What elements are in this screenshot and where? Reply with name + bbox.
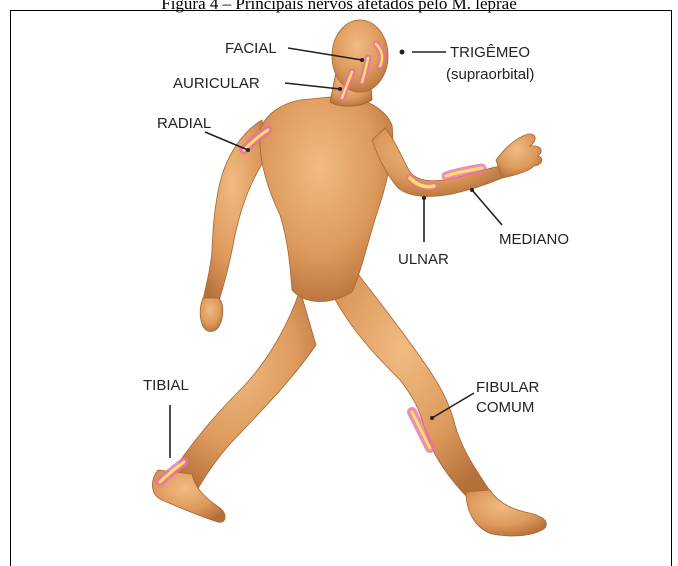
front-leg — [330, 270, 492, 500]
leader-mediano — [472, 190, 502, 225]
torso — [260, 96, 393, 302]
front-foot — [466, 490, 546, 536]
back-arm — [203, 120, 268, 304]
label-trigemeo: TRIGÊMEO — [450, 44, 530, 61]
front-hand — [496, 134, 542, 178]
label-mediano: MEDIANO — [499, 231, 569, 248]
label-fibular-1: FIBULAR — [476, 379, 540, 396]
human-figure — [152, 20, 546, 536]
back-hand — [200, 298, 223, 332]
label-auricular: AURICULAR — [173, 75, 260, 92]
back-leg — [170, 290, 316, 492]
label-fibular-2: COMUM — [476, 399, 534, 416]
label-trigemeo-sub: (supraorbital) — [446, 66, 534, 83]
label-radial: RADIAL — [157, 115, 211, 132]
leader-auricular — [285, 83, 340, 89]
label-tibial: TIBIAL — [143, 377, 189, 394]
label-facial: FACIAL — [225, 40, 277, 57]
label-ulnar: ULNAR — [398, 251, 449, 268]
